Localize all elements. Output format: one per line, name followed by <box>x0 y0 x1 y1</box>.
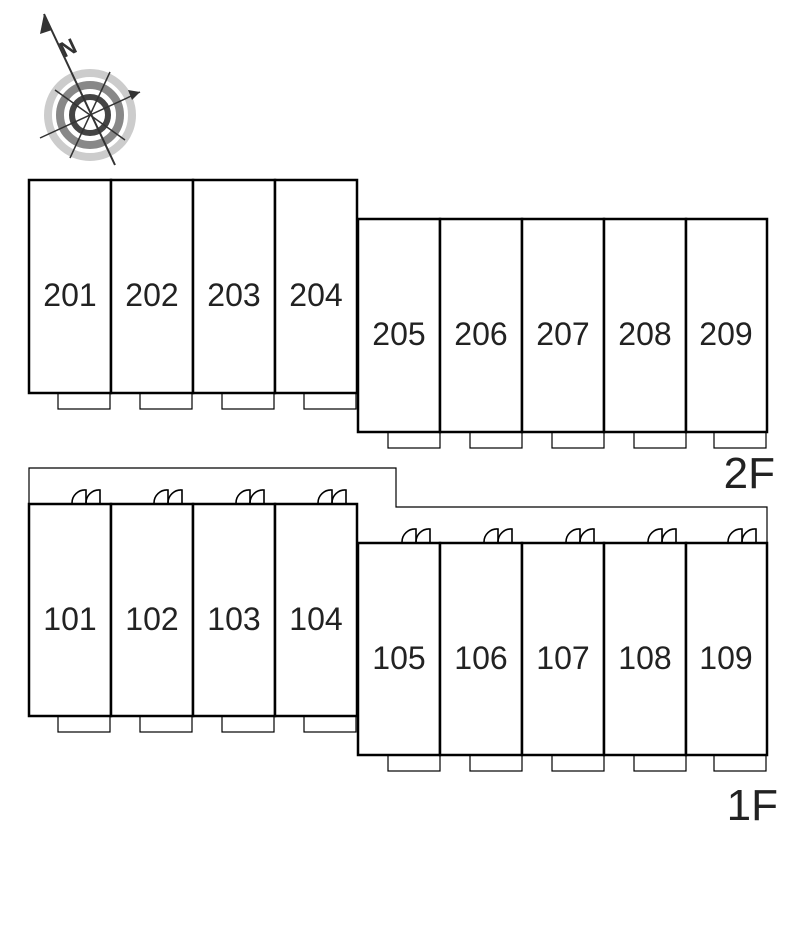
room-label: 204 <box>289 277 342 313</box>
room-label: 202 <box>125 277 178 313</box>
room-label: 103 <box>207 601 260 637</box>
room-label: 102 <box>125 601 178 637</box>
room-label: 105 <box>372 640 425 676</box>
room-105: 105 <box>356 541 442 757</box>
room-101: 101 <box>27 502 113 718</box>
room-103: 103 <box>191 502 277 718</box>
room-209: 209 <box>684 217 769 434</box>
room-107: 107 <box>520 541 606 757</box>
room-202: 202 <box>109 178 195 395</box>
room-106: 106 <box>438 541 524 757</box>
room-109: 109 <box>684 541 769 757</box>
room-label: 106 <box>454 640 507 676</box>
room-205: 205 <box>356 217 442 434</box>
floor-label-1f: 1F <box>727 781 778 830</box>
compass-rose-icon: N <box>39 13 141 166</box>
corridor <box>28 467 768 543</box>
room-label: 209 <box>699 316 752 352</box>
room-207: 207 <box>520 217 606 434</box>
floor-2f: 201 202 203 204 205 206 207 208 <box>27 178 775 498</box>
room-label: 104 <box>289 601 342 637</box>
room-108: 108 <box>602 541 688 757</box>
room-label: 206 <box>454 316 507 352</box>
compass-north-label: N <box>56 33 81 62</box>
door-icon <box>71 489 757 543</box>
floor-label-2f: 2F <box>724 449 775 498</box>
room-label: 108 <box>618 640 671 676</box>
room-206: 206 <box>438 217 524 434</box>
room-203: 203 <box>191 178 277 395</box>
room-204: 204 <box>273 178 359 395</box>
room-label: 207 <box>536 316 589 352</box>
room-label: 208 <box>618 316 671 352</box>
room-label: 205 <box>372 316 425 352</box>
room-201: 201 <box>27 178 113 395</box>
room-label: 203 <box>207 277 260 313</box>
room-label: 101 <box>43 601 96 637</box>
room-label: 107 <box>536 640 589 676</box>
room-208: 208 <box>602 217 688 434</box>
room-label: 109 <box>699 640 752 676</box>
room-102: 102 <box>109 502 195 718</box>
floor-1f: 101 102 103 104 105 106 107 108 <box>27 467 778 830</box>
room-104: 104 <box>273 502 359 718</box>
room-label: 201 <box>43 277 96 313</box>
